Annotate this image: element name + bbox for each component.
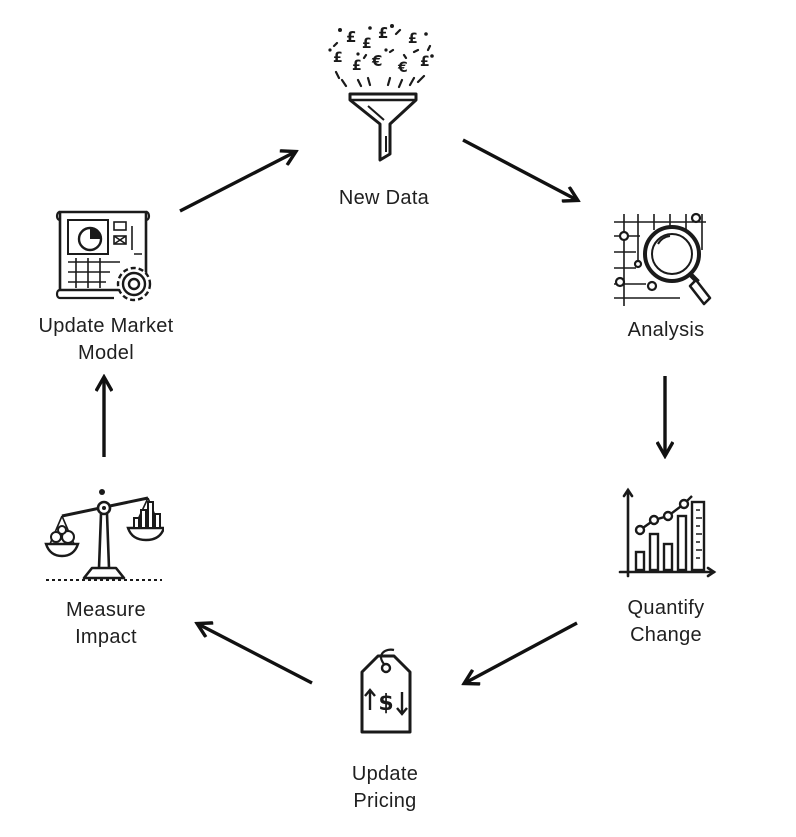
bar-chart-trend-icon	[618, 487, 717, 578]
stage-label-line: Quantify	[627, 597, 705, 619]
pound-symbol: £	[420, 54, 430, 70]
stage-label-line: Update	[351, 763, 419, 785]
blueprint-gear-icon	[55, 210, 152, 302]
stage-label-line: Measure	[66, 599, 146, 621]
balance-scale-icon	[44, 489, 164, 581]
stage-label-update-pricing: Update Pricing	[305, 761, 465, 815]
stage-label-line: Change	[630, 624, 702, 646]
stage-label-measure-impact: Measure Impact	[26, 597, 186, 651]
euro-symbol: €	[371, 52, 382, 70]
arrow-model-to-new-data	[179, 152, 295, 213]
stage-label-update-market-model: Update Market Model	[16, 313, 196, 367]
dollar-symbol: $	[378, 691, 393, 716]
pound-symbol: £	[362, 36, 372, 52]
arrow-pricing-to-measure	[198, 624, 313, 685]
pound-symbol: £	[352, 58, 362, 74]
pound-symbol: £	[333, 50, 343, 66]
pound-symbol: £	[408, 31, 418, 47]
stage-label-line: Model	[78, 342, 134, 364]
stage-label-quantify-change: Quantify Change	[586, 595, 746, 649]
pound-symbol: £	[378, 24, 388, 42]
pound-symbol: £	[346, 28, 356, 46]
stage-label-analysis: Analysis	[586, 317, 746, 344]
euro-symbol: €	[397, 60, 408, 76]
arrow-quantify-to-pricing	[465, 621, 578, 683]
stage-label-new-data: New Data	[304, 185, 464, 212]
stage-label-line: Analysis	[627, 319, 705, 341]
magnifier-network-icon	[614, 212, 712, 306]
funnel-currency-icon: £ £ £ £ £ £ € € £	[328, 24, 434, 162]
stage-label-line: Pricing	[353, 790, 417, 812]
arrow-new-data-to-analysis	[462, 138, 577, 200]
price-tag-icon: $	[360, 648, 412, 734]
stage-label-line: New Data	[338, 187, 430, 209]
stage-label-line: Impact	[75, 626, 137, 648]
stage-label-line: Update Market	[38, 315, 174, 337]
